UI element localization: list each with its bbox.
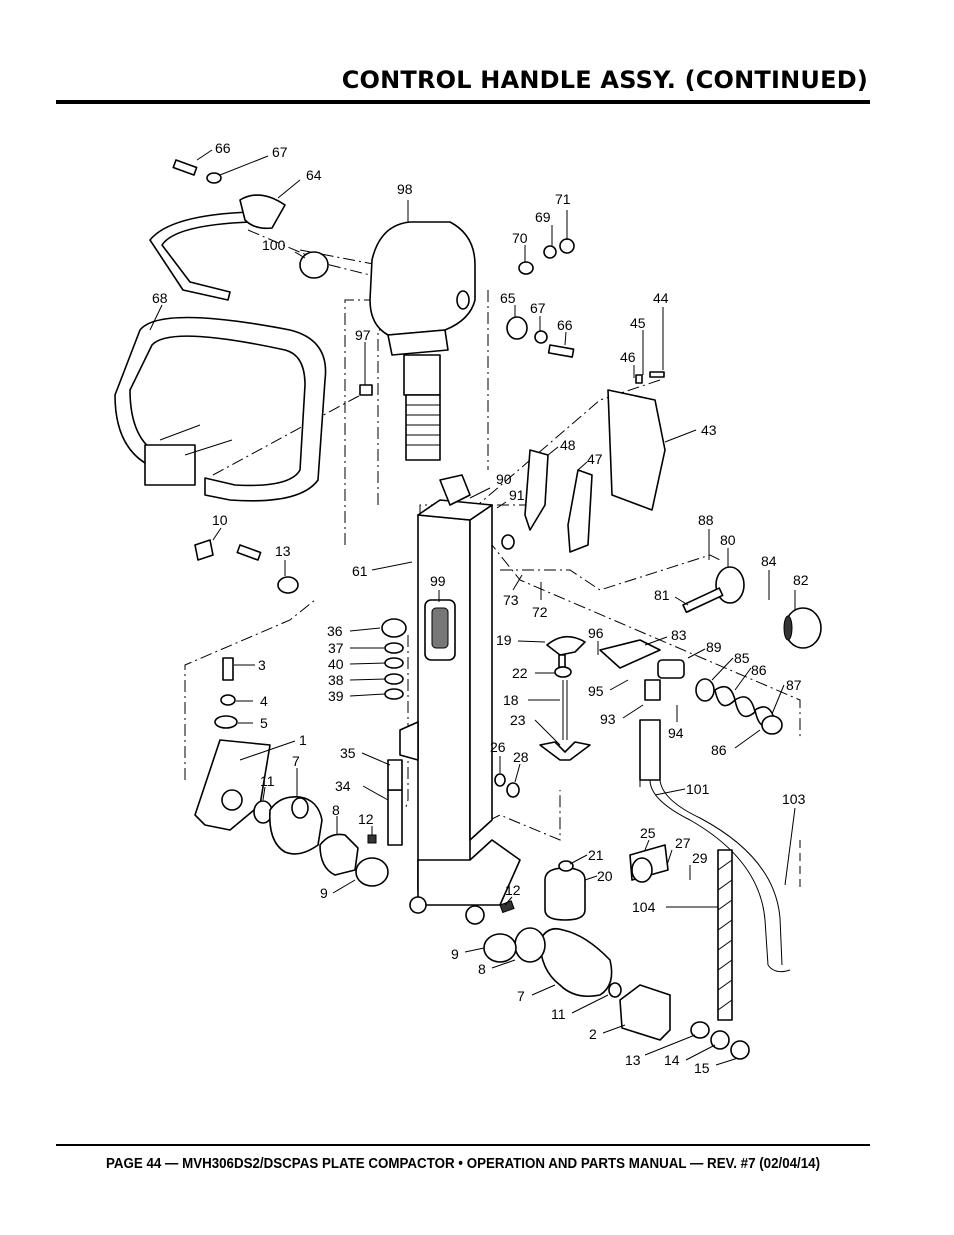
callout-9: 9 [320, 885, 328, 901]
callout-104: 104 [632, 899, 656, 915]
callout-40: 40 [328, 656, 344, 672]
callout-43: 43 [701, 422, 717, 438]
callout-8: 8 [332, 802, 340, 818]
page-title: CONTROL HANDLE ASSY. (CONTINUED) [341, 66, 868, 94]
callout-22: 22 [512, 665, 528, 681]
callout-87: 87 [786, 677, 802, 693]
callout-4: 4 [260, 693, 268, 709]
callout-88: 88 [698, 512, 714, 528]
callout-66b: 66 [557, 317, 573, 333]
callout-34: 34 [335, 778, 351, 794]
callout-64: 64 [306, 167, 322, 183]
callout-65: 65 [500, 290, 516, 306]
callout-11b: 11 [551, 1006, 566, 1022]
callout-36: 36 [327, 623, 343, 639]
callout-13b: 13 [625, 1052, 641, 1068]
callout-12b: 12 [505, 882, 521, 898]
callout-86b: 86 [711, 742, 727, 758]
callout-15: 15 [694, 1060, 710, 1076]
callout-37: 37 [328, 640, 344, 656]
callout-44: 44 [653, 290, 669, 306]
callout-68: 68 [152, 290, 168, 306]
callout-10: 10 [212, 512, 228, 528]
callout-14: 14 [664, 1052, 680, 1068]
callout-9b: 9 [451, 946, 459, 962]
callout-20: 20 [597, 868, 613, 884]
header-rule [56, 100, 870, 104]
callout-47: 47 [587, 451, 603, 467]
callout-12: 12 [358, 811, 374, 827]
center-parts [483, 635, 750, 1060]
callout-103: 103 [782, 791, 806, 807]
callout-81: 81 [654, 587, 670, 603]
left-lower-parts [194, 539, 419, 887]
callout-25: 25 [640, 825, 656, 841]
grip-head-98 [369, 221, 476, 461]
callout-98: 98 [397, 181, 413, 197]
callout-7: 7 [292, 753, 300, 769]
callout-8b: 8 [478, 961, 486, 977]
page-footer: PAGE 44 — MVH306DS2/DSCPAS PLATE COMPACT… [105, 1156, 821, 1172]
callout-18: 18 [503, 692, 519, 708]
callout-96: 96 [588, 625, 604, 641]
callout-67b: 67 [530, 300, 546, 316]
callout-82: 82 [793, 572, 809, 588]
callout-3: 3 [258, 657, 266, 673]
callout-101: 101 [686, 781, 710, 797]
callout-97: 97 [355, 327, 371, 343]
callout-94: 94 [668, 725, 684, 741]
callout-72: 72 [532, 604, 548, 620]
callout-19: 19 [496, 632, 512, 648]
callout-23: 23 [510, 712, 526, 728]
callout-71: 71 [555, 191, 571, 207]
callout-89: 89 [706, 639, 722, 655]
callout-38: 38 [328, 672, 344, 688]
callout-61: 61 [352, 563, 368, 579]
callout-29: 29 [692, 850, 708, 866]
callout-93: 93 [600, 711, 616, 727]
callout-73: 73 [503, 592, 519, 608]
footer-rule [56, 1144, 870, 1146]
callout-28: 28 [513, 749, 529, 765]
callout-48: 48 [560, 437, 576, 453]
callout-91: 91 [509, 487, 525, 503]
right-parts [599, 566, 822, 1021]
callout-21: 21 [588, 847, 604, 863]
hand-guard [114, 194, 327, 502]
callout-90: 90 [496, 471, 512, 487]
callout-99: 99 [430, 573, 446, 589]
handle-tube-61 [409, 499, 521, 925]
callout-46: 46 [620, 349, 636, 365]
callout-100: 100 [262, 237, 286, 253]
callout-85: 85 [734, 650, 750, 666]
callout-86: 86 [751, 662, 767, 678]
callout-labels: 66 67 64 98 71 69 70 100 68 65 67 66 44 … [152, 140, 809, 1076]
callout-leaders [149, 149, 796, 1066]
callout-95: 95 [588, 683, 604, 699]
callout-67: 67 [272, 144, 288, 160]
callout-2: 2 [589, 1026, 597, 1042]
brackets [524, 389, 666, 553]
callout-66: 66 [215, 140, 231, 156]
callout-83: 83 [671, 627, 687, 643]
callout-69: 69 [535, 209, 551, 225]
callout-80: 80 [720, 532, 736, 548]
callout-26: 26 [490, 739, 506, 755]
callout-39: 39 [328, 688, 344, 704]
callout-35: 35 [340, 745, 356, 761]
callout-13: 13 [275, 543, 291, 559]
callout-27: 27 [675, 835, 691, 851]
callout-7b: 7 [517, 988, 525, 1004]
callout-84: 84 [761, 553, 777, 569]
callout-45: 45 [630, 315, 646, 331]
callout-5: 5 [260, 715, 268, 731]
callout-70: 70 [512, 230, 528, 246]
top-hardware [172, 159, 665, 550]
callout-11: 11 [260, 773, 275, 789]
callout-1: 1 [299, 732, 307, 748]
